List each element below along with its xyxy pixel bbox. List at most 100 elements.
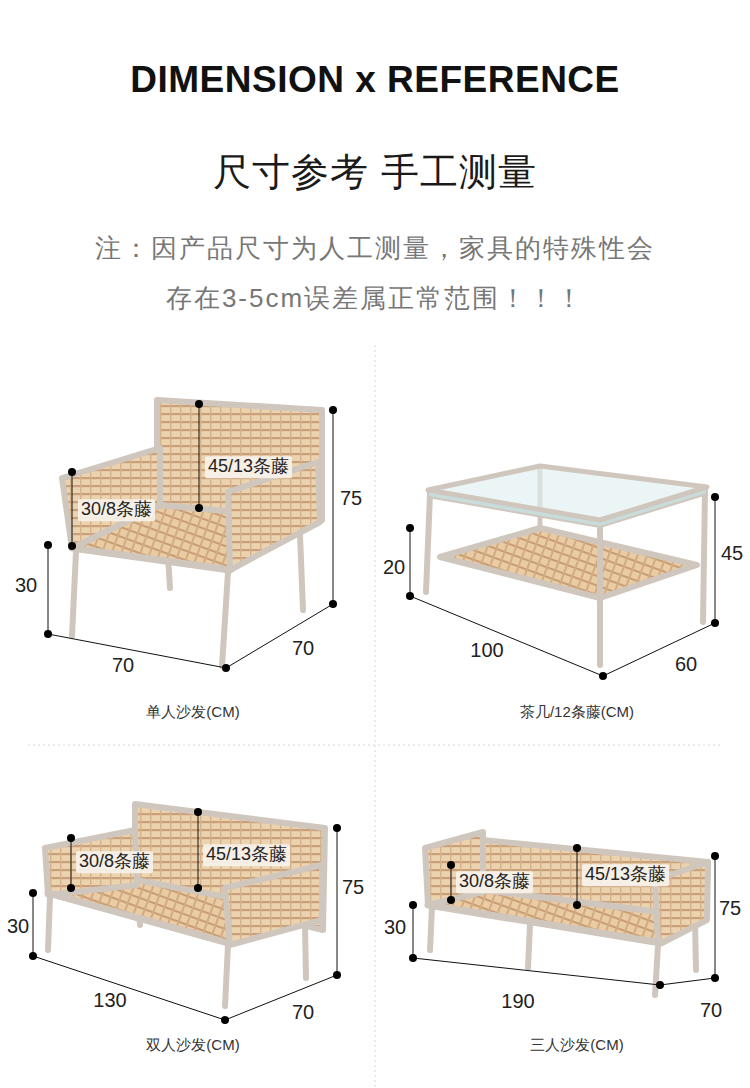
- figure-part: [68, 468, 76, 476]
- item-caption: 茶几/12条藤(CM): [520, 703, 634, 721]
- figure-part: [228, 462, 320, 570]
- figure-part: [222, 572, 228, 666]
- dimension-label: 30: [15, 573, 37, 597]
- dimension-label: 30: [384, 915, 406, 939]
- figure-part: [577, 848, 578, 905]
- figure-part: [194, 884, 202, 892]
- figure-part: [194, 808, 202, 816]
- dimension-label: 45: [721, 541, 743, 565]
- dimension-label: 75: [342, 875, 364, 899]
- figure-part: [451, 865, 452, 900]
- figure-part: [425, 832, 483, 905]
- figure-part: [656, 981, 664, 989]
- figure-part: [711, 619, 719, 627]
- figure-part: [33, 893, 34, 956]
- dimension-label: 20: [383, 555, 405, 579]
- figure-part: [225, 945, 228, 1006]
- figure-part: [409, 901, 417, 909]
- note-text: 注：因产品尺寸为人工测量，家具的特殊性会 存在3-5cm误差属正常范围！！！: [88, 223, 663, 323]
- rattan-count: 30/8条藤: [78, 499, 155, 521]
- figure-part: [599, 672, 607, 680]
- figure-part: [199, 404, 200, 508]
- figure-part: [333, 410, 334, 604]
- divider-lines: [28, 345, 720, 1088]
- rattan-count: 30/8条藤: [76, 851, 153, 873]
- coffee-table-figure: [426, 466, 707, 665]
- subtitle: 尺寸参考 手工测量: [213, 150, 537, 196]
- figure-part: [375, 345, 376, 1088]
- figure-part: [67, 834, 75, 842]
- figure-part: [195, 400, 203, 408]
- item-caption: 双人沙发(CM): [146, 1036, 239, 1054]
- figure-part: [413, 958, 660, 985]
- figure-part: [573, 901, 581, 909]
- figure-part: [71, 838, 72, 888]
- figure-part: [440, 528, 697, 598]
- rattan-count: 45/13条藤: [582, 864, 669, 886]
- dimension-label: 70: [292, 636, 314, 660]
- dimension-label: 70: [292, 1000, 314, 1024]
- figure-part: [337, 828, 338, 975]
- dimension-label: 75: [340, 486, 362, 510]
- dimension-label: 70: [700, 998, 722, 1022]
- item-caption: 三人沙发(CM): [530, 1036, 623, 1054]
- figure-part: [48, 545, 49, 634]
- figure-part: [711, 493, 719, 501]
- figure-part: [603, 623, 715, 676]
- dimension-lines: [406, 493, 719, 680]
- dimension-label: 100: [470, 638, 503, 662]
- rattan-count: 45/13条藤: [205, 456, 292, 478]
- figure-part: [225, 975, 337, 1020]
- figure-part: [68, 542, 76, 550]
- figure-part: [447, 896, 455, 904]
- figure-part: [44, 630, 52, 638]
- figure-part: [447, 861, 455, 869]
- figure-part: [62, 448, 160, 548]
- item-caption: 单人沙发(CM): [146, 703, 239, 721]
- figure-part: [72, 552, 76, 636]
- figure-part: [300, 535, 303, 610]
- figure-part: [660, 978, 715, 985]
- figure-part: [711, 974, 719, 982]
- figure-part: [33, 956, 225, 1020]
- figure-part: [573, 844, 581, 852]
- figure-part: [703, 490, 705, 622]
- dimension-lines: [44, 400, 337, 672]
- rattan-count: 45/13条藤: [203, 844, 290, 866]
- dimension-lines: [409, 844, 719, 989]
- dimension-label: 75: [719, 896, 741, 920]
- figure-part: [410, 596, 603, 676]
- figure-part: [67, 884, 75, 892]
- figure-part: [409, 954, 417, 962]
- dimension-label: 60: [675, 652, 697, 676]
- figure-part: [329, 600, 337, 608]
- figure-part: [715, 856, 716, 978]
- figure-part: [711, 852, 719, 860]
- figure-part: [715, 497, 716, 623]
- figure-part: [528, 925, 530, 968]
- figure-part: [198, 812, 199, 888]
- dimension-label: 190: [501, 989, 534, 1013]
- figure-part: [428, 905, 655, 942]
- figure-part: [430, 907, 432, 950]
- dimension-label: 30: [7, 914, 29, 938]
- figure-part: [48, 634, 226, 668]
- dimension-label: 70: [112, 653, 134, 677]
- rattan-count: 30/8条藤: [456, 871, 533, 893]
- figure-part: [406, 592, 414, 600]
- figure-part: [426, 494, 430, 592]
- figure-part: [597, 522, 603, 665]
- figure-part: [333, 824, 341, 832]
- figure-part: [72, 472, 73, 546]
- figure-part: [29, 889, 37, 897]
- figure-part: [195, 504, 203, 512]
- page-title: DIMENSION x REFERENCE: [130, 58, 620, 102]
- figure-part: [226, 604, 333, 668]
- figure-part: [28, 745, 720, 746]
- figure-part: [413, 905, 414, 958]
- dimension-lines: [29, 808, 341, 1024]
- figure-part: [329, 406, 337, 414]
- dimension-label: 130: [93, 988, 126, 1012]
- figure-part: [406, 524, 414, 532]
